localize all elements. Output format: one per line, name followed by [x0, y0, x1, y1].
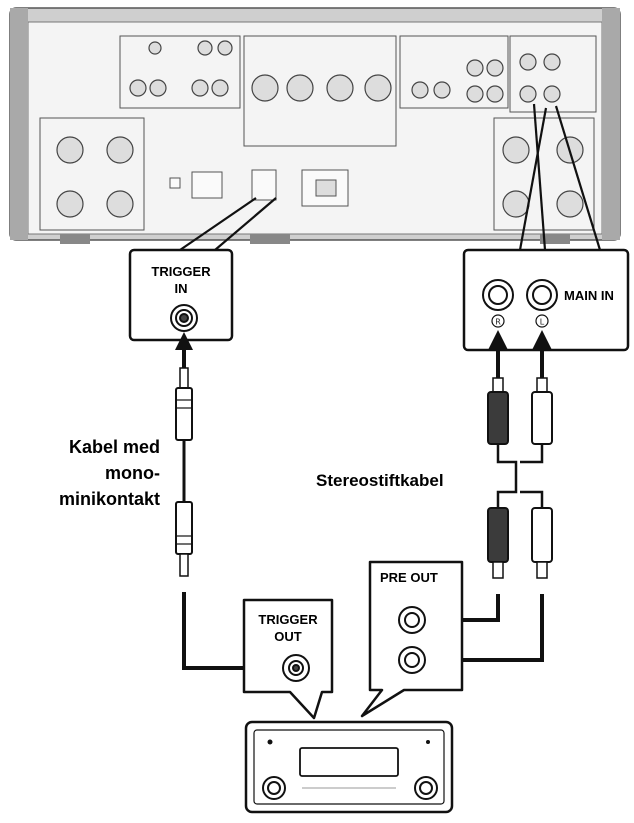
- main-in-label: MAIN IN: [564, 288, 614, 303]
- arrow-up-icon: [175, 332, 193, 350]
- trigger-out-label-1: TRIGGER: [258, 612, 318, 627]
- arrow-up-icon: [488, 330, 508, 350]
- stereo-cable-label: Stereostiftkabel: [316, 471, 444, 490]
- trigger-out-callout: TRIGGER OUT: [242, 598, 334, 720]
- pre-out-label: PRE OUT: [380, 570, 438, 585]
- arrow-up-icon: [532, 330, 552, 350]
- pre-out-callout: PRE OUT: [360, 560, 464, 718]
- trigger-in-callout: TRIGGER IN: [128, 248, 234, 342]
- trigger-out-label-2: OUT: [274, 629, 302, 644]
- pre-out-jack-upper: [398, 606, 426, 634]
- main-in-jack-r: [482, 279, 514, 311]
- trigger-in-label-1: TRIGGER: [151, 264, 211, 279]
- trigger-in-label-2: IN: [175, 281, 188, 296]
- input-knob: [414, 776, 438, 800]
- pre-out-jack-lower: [398, 646, 426, 674]
- main-in-jack-l: [526, 279, 558, 311]
- rca-plug-icon: [487, 507, 509, 579]
- mono-cable-label-1: Kabel med: [69, 437, 160, 457]
- volume-knob: [262, 776, 286, 800]
- jack-r-label: R: [495, 318, 501, 327]
- mini-plug-icon: [175, 501, 193, 577]
- rca-plug-icon: [487, 377, 509, 445]
- panel-jacks: [56, 40, 584, 218]
- receiver-icon: [244, 720, 454, 814]
- stereo-cable: [426, 330, 553, 670]
- callout-lines: [179, 103, 602, 251]
- rca-plug-icon: [531, 507, 553, 579]
- trigger-out-jack: [282, 654, 310, 682]
- mono-cable-label-3: minikontakt: [59, 489, 160, 509]
- trigger-in-jack: [170, 304, 198, 332]
- rca-plug-icon: [531, 377, 553, 445]
- main-in-callout: R L MAIN IN: [462, 248, 630, 352]
- mini-plug-icon: [175, 367, 193, 441]
- mono-cable-label-2: mono-: [105, 463, 160, 483]
- jack-l-label: L: [540, 318, 545, 327]
- amplifier-rear-panel: [9, 7, 621, 244]
